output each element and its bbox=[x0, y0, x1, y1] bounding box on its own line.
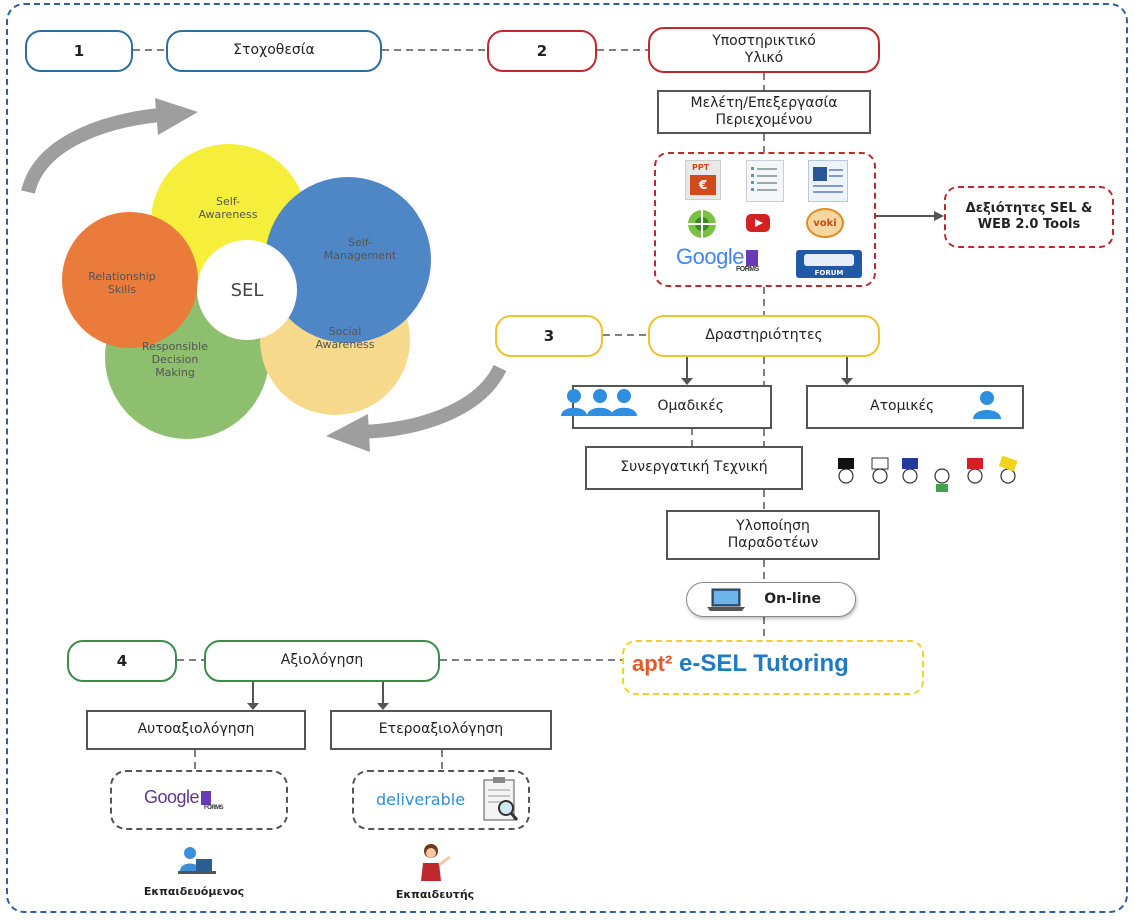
learner-caption: Εκπαιδευόμενος bbox=[143, 885, 245, 898]
curved-arrow-top bbox=[21, 108, 161, 194]
learner-icon bbox=[174, 845, 218, 879]
group-people-icon bbox=[560, 388, 640, 418]
person-icon bbox=[972, 390, 1002, 420]
youtube-icon bbox=[746, 214, 770, 232]
deliverables-implementation-box: Υλοποίηση Παραδοτέων bbox=[666, 510, 880, 560]
ppt-text: PPT bbox=[692, 163, 710, 172]
step-3-activities: Δραστηριότητες bbox=[648, 315, 880, 357]
teacher-icon bbox=[417, 843, 453, 883]
petal-relationship-skills bbox=[62, 212, 198, 348]
esel-tutoring-box bbox=[622, 640, 924, 695]
powerpoint-icon: PPT € bbox=[685, 160, 721, 200]
google-forms-eval-word: Google bbox=[144, 787, 200, 807]
deliverable-tool-box: deliverable bbox=[352, 770, 530, 830]
sel-center-label: SEL bbox=[230, 280, 264, 301]
apt-prefix: apt² bbox=[632, 651, 673, 676]
esel-tutoring-logo: apt² e-SEL Tutoring bbox=[632, 650, 849, 678]
google-forms-logo-eval: Google FORMS bbox=[144, 787, 224, 811]
outer-dashed-frame bbox=[6, 3, 1128, 913]
list-document-icon bbox=[746, 160, 784, 202]
esel-brand: e-SEL Tutoring bbox=[679, 650, 849, 677]
teacher-caption: Εκπαιδευτής bbox=[395, 888, 475, 901]
thinking-hats-icon bbox=[830, 452, 1026, 492]
google-forms-eval-sub: FORMS bbox=[204, 805, 224, 811]
sel-web20-skills-box: Δεξιότητες SEL & WEB 2.0 Tools bbox=[944, 186, 1114, 248]
tools-dashed-box bbox=[654, 152, 876, 287]
self-tool-box bbox=[110, 770, 288, 830]
google-forms-sub: FORMS bbox=[736, 266, 759, 273]
word-document-icon bbox=[808, 160, 848, 202]
study-content-box: Μελέτη/Επεξεργασία Περιεχομένου bbox=[657, 90, 871, 134]
collaborative-technique-box: Συνεργατική Τεχνική bbox=[585, 446, 803, 490]
laptop-icon bbox=[706, 588, 746, 612]
mindmap-icon bbox=[680, 206, 724, 242]
voki-icon: voki bbox=[806, 208, 844, 238]
step-3-number: 3 bbox=[495, 315, 603, 357]
petal-label-social-awareness: Social Awareness bbox=[315, 325, 375, 352]
step-1-goal-setting: Στοχοθεσία bbox=[166, 30, 382, 72]
petal-label-self-awareness: Self- Awareness bbox=[198, 195, 258, 222]
petal-label-self-management: Self- Management bbox=[323, 236, 397, 263]
step-4-evaluation: Αξιολόγηση bbox=[204, 640, 440, 682]
google-forms-word: Google bbox=[676, 244, 744, 269]
curved-arrow-bottom bbox=[359, 364, 507, 439]
petal-label-relationship-skills: Relationship Skills bbox=[88, 270, 156, 297]
step-4-number: 4 bbox=[67, 640, 177, 682]
google-forms-logo: Google FORMS bbox=[676, 244, 759, 273]
peer-evaluation-box: Ετεροαξιολόγηση bbox=[330, 710, 552, 750]
sel-center bbox=[197, 240, 297, 340]
step-2-number: 2 bbox=[487, 30, 597, 72]
petal-label-responsible-decision-making: Responsible Decision Making bbox=[142, 340, 208, 380]
step-1-number: 1 bbox=[25, 30, 133, 72]
self-evaluation-box: Αυτοαξιολόγηση bbox=[86, 710, 306, 750]
forum-text: FORUM bbox=[814, 269, 844, 277]
forum-icon: FORUM bbox=[796, 250, 862, 278]
petal-self-management bbox=[265, 177, 431, 343]
step-2-support-material: Υποστηρικτικό Υλικό bbox=[648, 27, 880, 73]
clipboard-magnifier-icon bbox=[482, 776, 520, 824]
